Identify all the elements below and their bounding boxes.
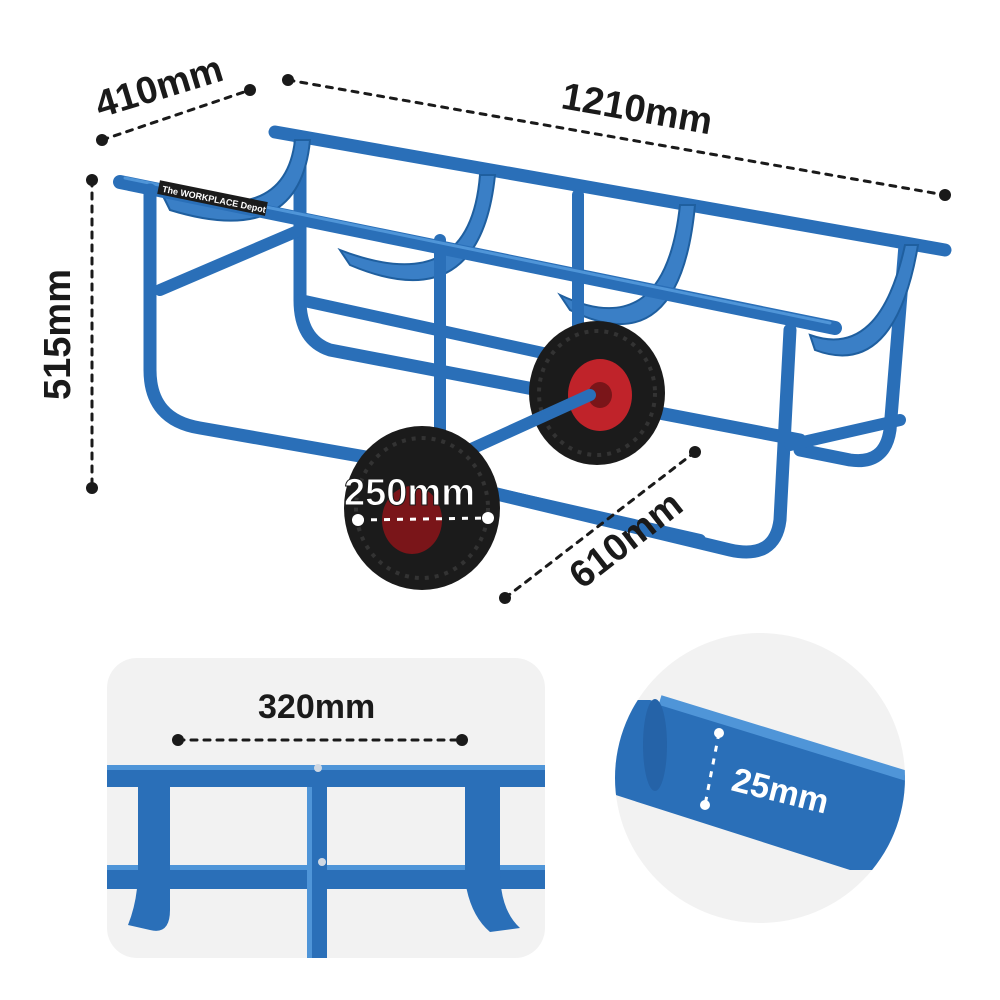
drum-trolley: The WORKPLACE Depot bbox=[113, 125, 952, 590]
cradle-spacing-inset: 320mm bbox=[107, 658, 545, 958]
rear-wheel bbox=[529, 321, 665, 465]
cradle-spacing-label: 320mm bbox=[258, 688, 375, 726]
tube-diameter-inset: 25mm bbox=[615, 633, 905, 923]
height-dimension: 515mm bbox=[37, 174, 98, 494]
depth-dimension: 410mm bbox=[90, 48, 256, 146]
length-label: 1210mm bbox=[558, 76, 715, 144]
depth-label: 410mm bbox=[90, 48, 228, 126]
wheelbase-dimension: 610mm bbox=[499, 446, 701, 604]
wheel-diameter-dimension: 250mm bbox=[344, 472, 494, 526]
length-dimension: 1210mm bbox=[282, 74, 951, 201]
cradle-strap-4 bbox=[808, 244, 920, 357]
height-label: 515mm bbox=[37, 269, 79, 400]
wheel-diameter-label: 250mm bbox=[344, 472, 475, 514]
